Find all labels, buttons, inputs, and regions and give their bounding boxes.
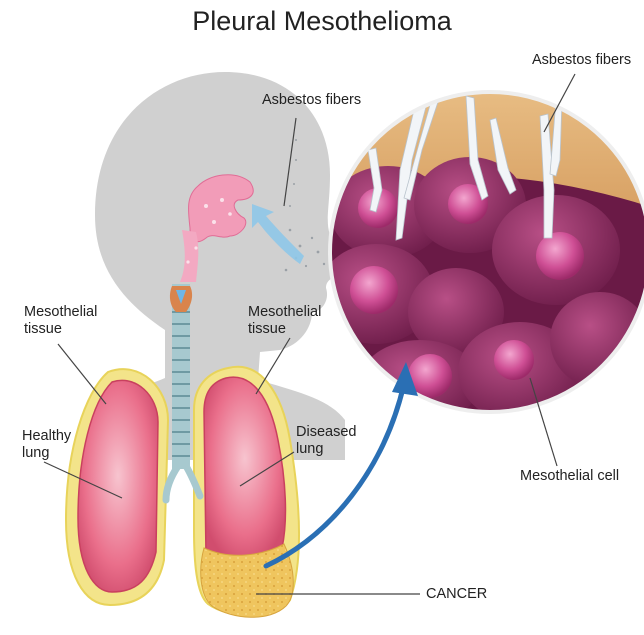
label-line: Diseased [296,424,356,441]
label-mesothelial-tissue-right: Mesothelial tissue [248,304,321,338]
label-asbestos-fibers-air: Asbestos fibers [262,92,361,109]
label-line: lung [296,441,356,458]
diagram-title: Pleural Mesothelioma [0,6,644,37]
label-line: tissue [248,321,321,338]
trachea [170,284,192,469]
label-line: Mesothelial [248,304,321,321]
label-mesothelial-cell: Mesothelial cell [520,468,619,485]
label-diseased-lung: Diseased lung [296,424,356,458]
label-healthy-lung: Healthy lung [22,428,71,462]
label-cancer: CANCER [426,586,487,603]
label-mesothelial-tissue-left: Mesothelial tissue [24,304,97,338]
label-line: lung [22,445,71,462]
healthy-lung [66,369,168,605]
label-asbestos-fibers-zoom: Asbestos fibers [532,52,631,69]
cancer-region [201,544,294,617]
label-line: Mesothelial [24,304,97,321]
label-line: Healthy [22,428,71,445]
label-line: tissue [24,321,97,338]
